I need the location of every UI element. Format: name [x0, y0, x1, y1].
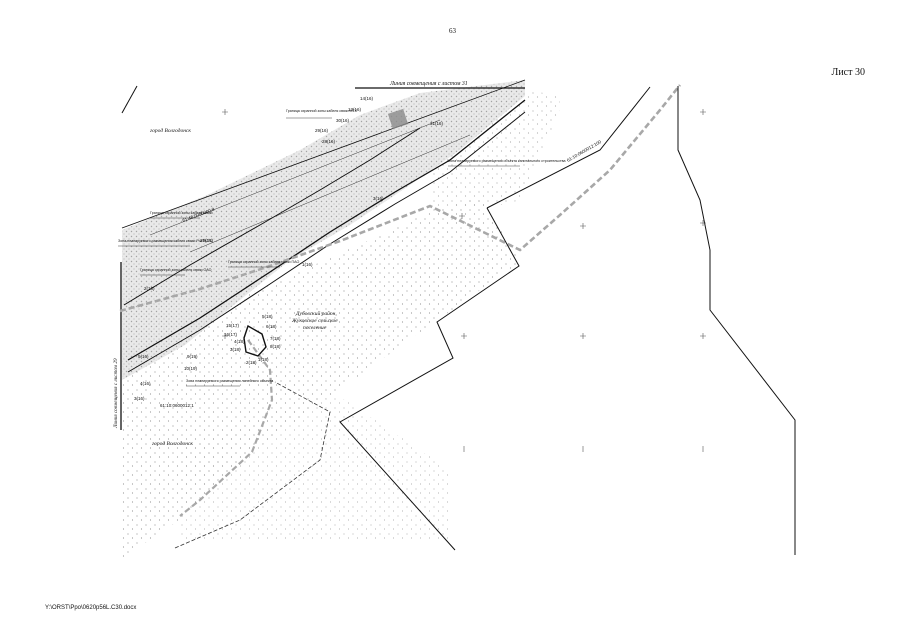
- point-label: 1(18): [258, 357, 269, 362]
- cadastral-number: 61:10:0600012:100: [566, 139, 603, 163]
- point-label: 2(16): [144, 286, 155, 291]
- note-text: Граница охранной зоны кабеля связи: [150, 211, 213, 215]
- parcel-boundary-step: [339, 207, 520, 551]
- point-label: 2(18): [246, 360, 257, 365]
- point-label: 30(16): [336, 118, 350, 123]
- point-label: 6(18): [266, 324, 277, 329]
- grid-marks: [222, 109, 706, 452]
- note-text: Зона планируемого размещения линейного о…: [186, 379, 273, 383]
- point-label: 28(16): [322, 139, 336, 144]
- point-label: 31(16): [430, 121, 444, 126]
- corridor-boundary-inner: [149, 119, 441, 236]
- point-label: 5(16): [138, 354, 149, 359]
- callout-notes: Граница охранной зоны кабеля связи МТС Г…: [118, 109, 566, 387]
- planned-zone-outline: [243, 324, 267, 357]
- point-label: 8(18): [270, 344, 281, 349]
- cadastral-number: 61:10:0600012:1: [160, 403, 194, 408]
- point-label: 9(19): [187, 354, 198, 359]
- note-text: Граница охранной зоны кабеля связи МТС: [286, 109, 358, 113]
- point-label: 4(16): [140, 381, 151, 386]
- point-label: 1(16): [302, 262, 313, 267]
- point-label: 5(18): [262, 314, 273, 319]
- sheet-label: Лист 30: [831, 67, 865, 78]
- dotted-area-lower: [180, 390, 450, 540]
- point-label: 16(17): [224, 332, 238, 337]
- point-label: 7(18): [270, 336, 281, 341]
- point-labels: 14(16) 13(16) 31(16) 30(16) 29(16) 28(16…: [134, 96, 444, 401]
- point-label: 3(16): [373, 196, 384, 201]
- point-label: 3(16): [134, 396, 145, 401]
- main-line-c: [123, 127, 421, 306]
- point-label: 13(16): [348, 107, 362, 112]
- point-label: 3(18): [230, 347, 241, 352]
- city-label-top: город Волгодонск: [150, 127, 191, 134]
- point-label: 29(16): [200, 238, 214, 243]
- match-line-left-label: Линия совмещения с листом 29: [113, 358, 119, 429]
- planned-building: [387, 108, 409, 130]
- parcel-boundary-mid: [486, 86, 651, 209]
- point-label: 14(16): [360, 96, 374, 101]
- edge-line-north: [121, 85, 138, 114]
- note-text: Граница охранной зоны кабеля связи ПАО: [228, 260, 299, 264]
- corridor-strip: [122, 80, 525, 380]
- main-line-a: [127, 99, 526, 361]
- point-label: 4(18): [234, 339, 245, 344]
- corridor-boundary-north: [121, 79, 526, 229]
- city-label-bottom: город Волгодонск: [152, 440, 193, 447]
- district-label: Дубовский район, Жуковское сельское посе…: [291, 310, 339, 331]
- point-label: 15(17): [226, 323, 240, 328]
- page-number: 63: [449, 27, 456, 35]
- dotted-area-east: [430, 90, 560, 212]
- note-text: Зона планируемого размещения кабеля связ…: [118, 239, 213, 243]
- note-text: Зона планируемого размещения объекта кап…: [448, 159, 566, 163]
- district-boundary-dashed: [119, 84, 682, 313]
- corridor-boundary-inner2: [189, 134, 471, 253]
- parcel-boundary-east: [677, 86, 796, 555]
- file-path: Y:\ORST\Ppo\0620p56L.C30.docx: [45, 605, 137, 611]
- point-label: 29(16): [315, 128, 329, 133]
- boundary-lower-thin: [174, 381, 331, 549]
- point-label: 10(19): [184, 366, 198, 371]
- note-text: Граница охранной зоны кабеля связи ОАО: [140, 268, 212, 272]
- match-line-top-label: Линия совмещения с листом 31: [389, 81, 468, 87]
- district-boundary-dashed-lower: [179, 339, 274, 517]
